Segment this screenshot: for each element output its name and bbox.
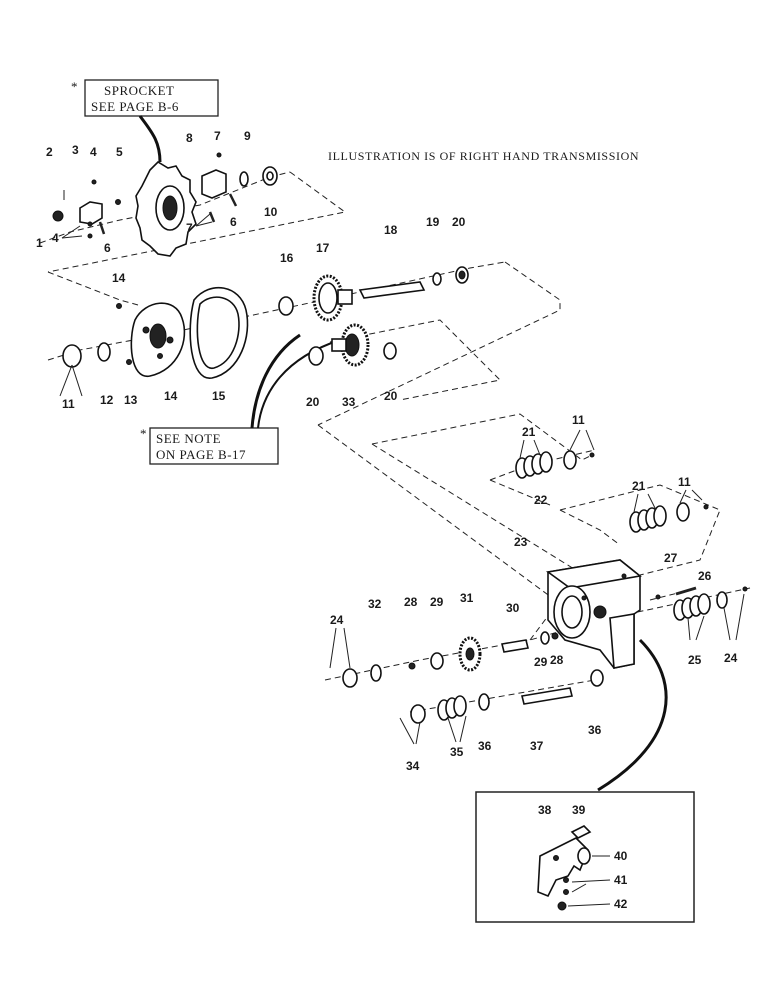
part-21-spring-lower xyxy=(629,505,667,533)
label-17: 17 xyxy=(316,241,330,255)
label-32: 32 xyxy=(368,597,382,611)
part-23-housing xyxy=(545,559,642,669)
label-27: 27 xyxy=(664,551,678,565)
label-29-right: 29 xyxy=(534,655,548,669)
part-29-shape xyxy=(430,652,444,670)
label-12: 12 xyxy=(100,393,114,407)
part-12-shape xyxy=(97,342,111,362)
label-11: 11 xyxy=(62,397,75,411)
label-4-lower: 4 xyxy=(52,231,59,245)
part-9-shape xyxy=(239,171,249,187)
label-14-lower: 14 xyxy=(164,389,178,403)
part-21-spring-upper xyxy=(515,451,553,479)
label-30: 30 xyxy=(506,601,520,615)
label-20-right: 20 xyxy=(384,389,398,403)
part-19-shape xyxy=(432,272,442,286)
label-28: 28 xyxy=(404,595,418,609)
label-28-right: 28 xyxy=(550,653,564,667)
label-24: 24 xyxy=(330,613,344,627)
label-33: 33 xyxy=(342,395,356,409)
label-2: 2 xyxy=(46,145,53,159)
part-17-gear xyxy=(312,274,353,322)
part-number-labels: 2 3 4 5 8 7 9 10 1 4 6 7 6 14 16 17 18 1… xyxy=(36,129,738,911)
part-11-shape xyxy=(62,344,82,368)
part-31-gear xyxy=(458,636,482,672)
label-29: 29 xyxy=(430,595,444,609)
diagram-caption: ILLUSTRATION IS OF RIGHT HAND TRANSMISSI… xyxy=(328,149,639,163)
part-18-shaft xyxy=(358,281,426,299)
sprocket-line-1: SPROCKET xyxy=(104,83,174,98)
part-33-gear xyxy=(331,323,370,367)
sprocket-callout: * SPROCKET SEE PAGE B-6 xyxy=(71,79,219,163)
label-13: 13 xyxy=(124,393,138,407)
label-8: 8 xyxy=(186,131,193,145)
label-16: 16 xyxy=(280,251,294,265)
part-15-gasket xyxy=(189,286,249,379)
part-32-shape xyxy=(370,664,382,682)
part-3-shape xyxy=(79,201,103,225)
label-37: 37 xyxy=(530,739,544,753)
label-6: 6 xyxy=(104,241,111,255)
label-5: 5 xyxy=(116,145,123,159)
assembly-lines xyxy=(39,171,751,713)
label-36: 36 xyxy=(478,739,492,753)
label-3: 3 xyxy=(72,143,79,157)
label-40: 40 xyxy=(614,849,628,863)
label-21: 21 xyxy=(522,425,536,439)
label-26: 26 xyxy=(698,569,712,583)
detail-inset xyxy=(475,791,695,923)
label-7: 7 xyxy=(214,129,221,143)
label-9: 9 xyxy=(244,129,251,143)
label-15: 15 xyxy=(212,389,226,403)
note-line-1: SEE NOTE xyxy=(156,431,221,446)
label-38: 38 xyxy=(538,803,552,817)
label-4: 4 xyxy=(90,145,97,159)
label-14: 14 xyxy=(112,271,126,285)
label-31: 31 xyxy=(460,591,474,605)
label-1: 1 xyxy=(36,236,43,250)
part-1-shape xyxy=(52,210,64,222)
sprocket-line-2: SEE PAGE B-6 xyxy=(91,99,179,114)
label-6-right: 6 xyxy=(230,215,237,229)
label-23: 23 xyxy=(514,535,528,549)
part-14-plate xyxy=(130,302,186,377)
label-22: 22 xyxy=(534,493,548,507)
label-10: 10 xyxy=(264,205,278,219)
label-11-mid: 11 xyxy=(572,413,585,427)
label-24-right: 24 xyxy=(724,651,738,665)
part-25-spring xyxy=(673,593,711,621)
label-39: 39 xyxy=(572,803,586,817)
label-42: 42 xyxy=(614,897,628,911)
label-19: 19 xyxy=(426,215,440,229)
part-35-spring xyxy=(437,695,467,721)
sprocket-shape xyxy=(135,160,197,257)
label-34: 34 xyxy=(406,759,420,773)
part-37-shaft xyxy=(521,687,573,705)
label-41: 41 xyxy=(614,873,628,887)
label-36-right: 36 xyxy=(588,723,602,737)
part-38-bracket xyxy=(537,837,589,898)
label-20-left: 20 xyxy=(306,395,320,409)
note-asterisk: * xyxy=(140,426,147,441)
label-35: 35 xyxy=(450,745,464,759)
label-25: 25 xyxy=(688,653,702,667)
note-callout: * SEE NOTE ON PAGE B-17 xyxy=(140,333,341,465)
label-21-lower: 21 xyxy=(632,479,646,493)
label-7-lower: 7 xyxy=(186,221,193,235)
part-16-shape xyxy=(278,296,294,316)
sprocket-asterisk: * xyxy=(71,79,78,94)
part-30-pin xyxy=(501,639,529,653)
label-20: 20 xyxy=(452,215,466,229)
part-8-shape xyxy=(201,169,227,199)
parts xyxy=(52,152,748,923)
label-18: 18 xyxy=(384,223,398,237)
label-11-right: 11 xyxy=(678,475,691,489)
note-line-2: ON PAGE B-17 xyxy=(156,447,246,462)
